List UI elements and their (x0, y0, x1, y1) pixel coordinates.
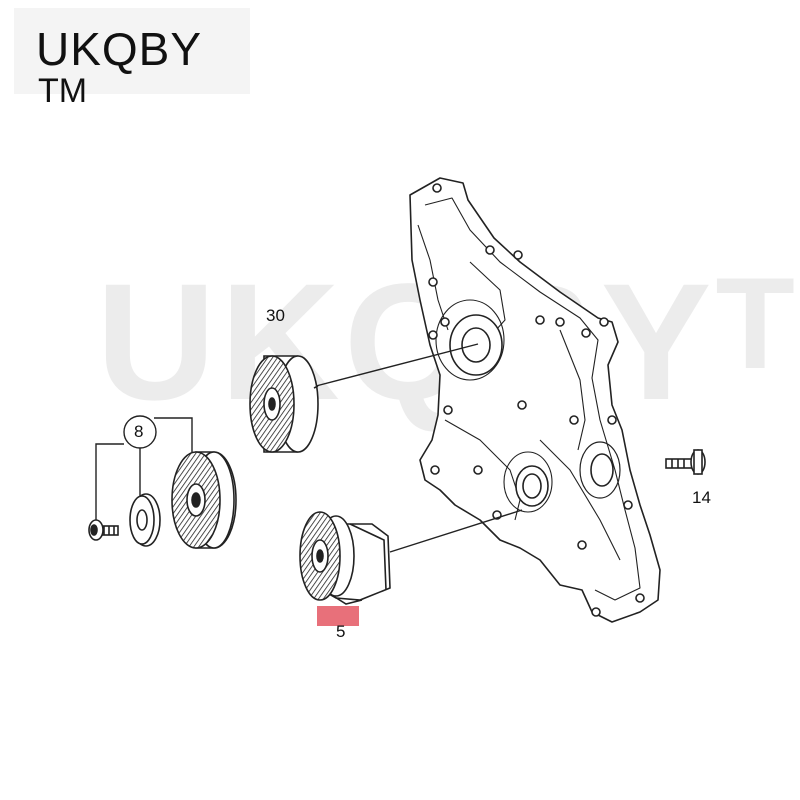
highlight-marker (317, 606, 359, 626)
bolt-14 (665, 449, 706, 475)
callout-30: 30 (266, 306, 285, 325)
callout-5: 5 (336, 622, 346, 641)
tensioner-pulley-8 (171, 451, 237, 549)
leader-lines (95, 343, 523, 553)
callout-8: 8 (134, 422, 144, 441)
brand-logo: UKQBYTM (14, 8, 250, 110)
bolt-small (88, 519, 119, 541)
brand-tm: TM (38, 72, 88, 110)
brand-name: UKQBY (36, 23, 203, 75)
idler-pulley-30 (249, 355, 319, 453)
callout-14: 14 (692, 488, 711, 507)
belt-tensioner-5 (299, 511, 391, 605)
callout-circle-8 (123, 415, 157, 449)
washer (129, 493, 161, 547)
timing-cover (409, 177, 661, 623)
